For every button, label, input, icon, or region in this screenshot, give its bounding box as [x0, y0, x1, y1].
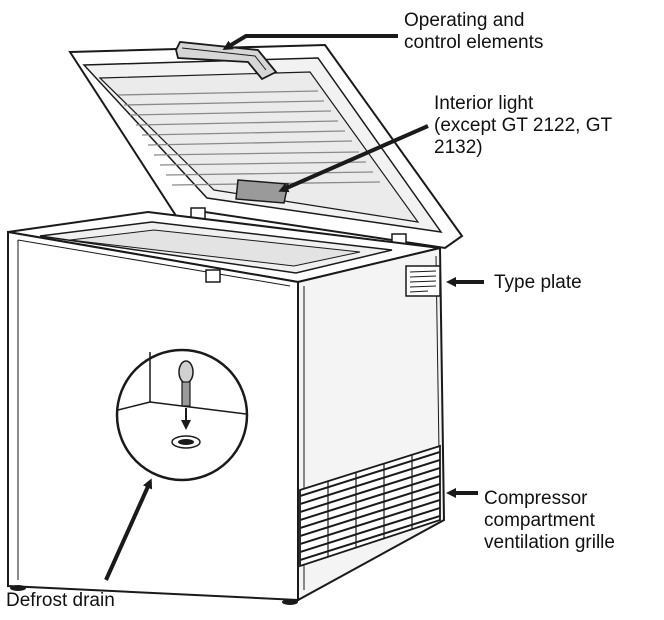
- label-line: Compressor: [484, 488, 588, 509]
- foot: [282, 599, 298, 605]
- freezer-lid: [68, 41, 464, 250]
- arrow-operating: [222, 34, 398, 51]
- arrow-interior-light: [278, 124, 429, 193]
- type-plate: [405, 265, 441, 297]
- label-line: ventilation grille: [484, 532, 615, 553]
- label-line: compartment: [484, 510, 595, 531]
- ventilation-grille: [299, 444, 441, 568]
- interior-light-label: Interior light (except GT 2122, GT 2132): [434, 93, 612, 159]
- defrost-drain-label: Defrost drain: [6, 590, 115, 611]
- interior-light: [235, 179, 289, 204]
- operating-controls-label: Operating and control elements: [404, 10, 543, 54]
- lid-latch: [205, 269, 221, 283]
- label-line: control elements: [404, 32, 544, 53]
- callout-arrows: [104, 34, 484, 581]
- label-line: (except GT 2122, GT: [434, 115, 613, 136]
- label-line: Operating and: [404, 10, 525, 31]
- ventilation-grille-label: Compressor compartment ventilation grill…: [484, 488, 615, 554]
- defrost-drain-detail: [115, 348, 249, 482]
- lid-liner-ridges: [117, 90, 381, 186]
- arrow-defrost-drain: [104, 478, 153, 581]
- type-plate-label: Type plate: [494, 272, 582, 293]
- foot: [10, 585, 26, 591]
- label-line: Interior light: [434, 93, 534, 114]
- control-handle: [175, 41, 278, 81]
- label-line: 2132): [434, 137, 483, 158]
